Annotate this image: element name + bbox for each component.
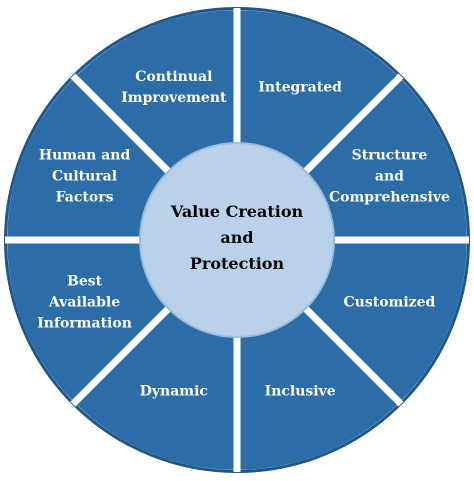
center-hub — [139, 142, 335, 338]
